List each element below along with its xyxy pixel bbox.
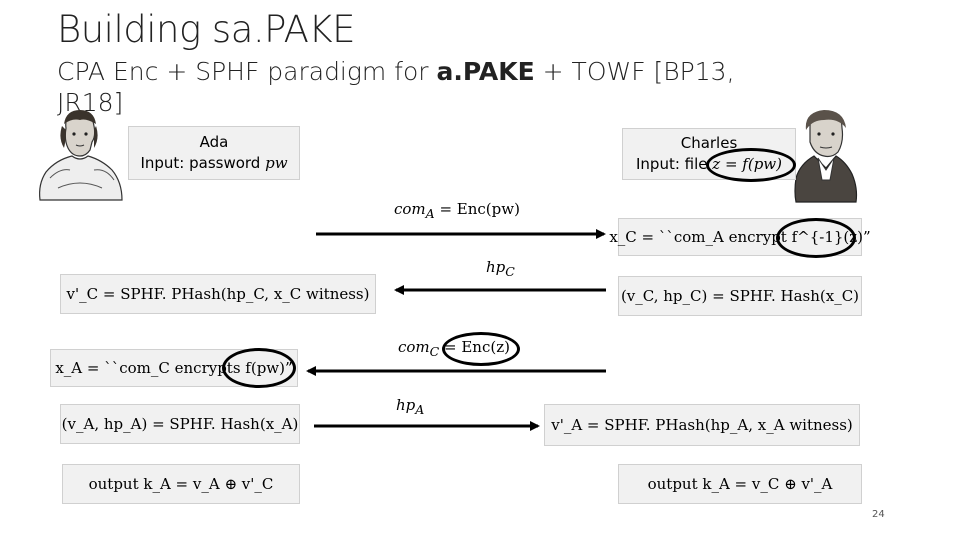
msg-com-a: comA = Enc(pw) — [394, 200, 520, 221]
charles-name: Charles — [680, 134, 738, 152]
vpa-phash-box: v'_A = SPHF. PHash(hp_A, x_A witness) — [544, 404, 860, 446]
page-number: 24 — [872, 509, 885, 520]
vpa-phash: v'_A = SPHF. PHash(hp_A, x_A witness) — [551, 416, 853, 434]
msg-hp-c: hpC — [486, 258, 515, 279]
vc-hash: (v_C, hp_C) = SPHF. Hash(x_C) — [620, 287, 860, 305]
fpw-highlight — [222, 348, 296, 388]
charles-input-highlight — [706, 148, 796, 182]
ada-output-box: output k_A = v_A ⊕ v'_C — [62, 464, 300, 504]
charles-portrait — [794, 110, 858, 203]
slide-subtitle: CPA Enc + SPHF paradigm for a.PAKE + TOW… — [57, 57, 735, 117]
ada-output: output k_A = v_A ⊕ v'_C — [88, 475, 274, 493]
ada-input: Input: password pw — [140, 154, 288, 172]
ada-info-box: Ada Input: password pw — [128, 126, 300, 180]
ada-name: Ada — [199, 133, 229, 151]
msg-hp-a: hpA — [396, 396, 425, 417]
vc-hash-box: (v_C, hp_C) = SPHF. Hash(x_C) — [618, 276, 862, 316]
vpc-phash-box: v'_C = SPHF. PHash(hp_C, x_C witness) — [60, 274, 376, 314]
com-c-highlight — [442, 332, 520, 366]
va-hash-box: (v_A, hp_A) = SPHF. Hash(x_A) — [60, 404, 300, 444]
charles-output: output k_A = v_C ⊕ v'_A — [647, 475, 833, 493]
charles-output-box: output k_A = v_C ⊕ v'_A — [618, 464, 862, 504]
ada-portrait — [39, 110, 123, 201]
vpc-phash: v'_C = SPHF. PHash(hp_C, x_C witness) — [66, 285, 370, 303]
va-hash: (v_A, hp_A) = SPHF. Hash(x_A) — [61, 415, 299, 433]
slide-title: Building sa.PAKE — [57, 8, 356, 51]
finv-highlight — [776, 218, 856, 258]
